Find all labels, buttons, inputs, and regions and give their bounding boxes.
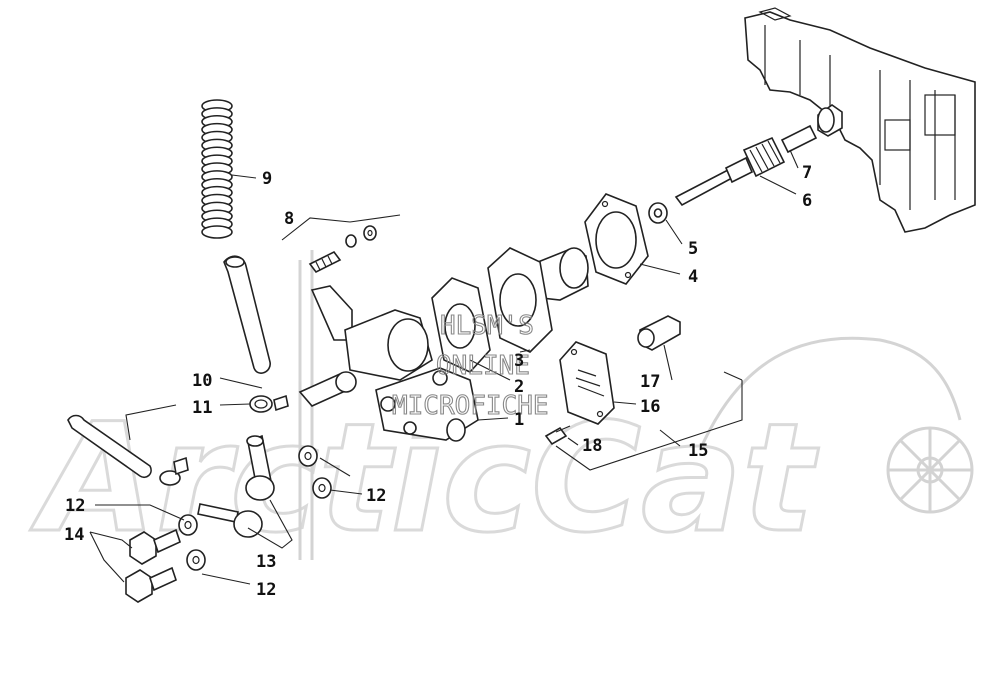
- part-9-hose-guard: [201, 99, 233, 239]
- callout-4: 4: [688, 267, 698, 287]
- part-4-gasket: [584, 193, 649, 285]
- oil-hose-left: [67, 414, 152, 479]
- part-7-sleeve: [817, 104, 843, 137]
- part-13-fitting-upper: [245, 434, 275, 501]
- callout-18: 18: [582, 436, 602, 456]
- part-10-hose: [223, 255, 271, 374]
- engine-block: [744, 7, 976, 233]
- watermark-line3: MICROFICHE: [392, 391, 549, 421]
- callout-13: 13: [256, 552, 276, 572]
- leader-lines: [89, 149, 799, 585]
- callout-5: 5: [688, 239, 698, 259]
- part-11-clamp: [249, 394, 289, 413]
- callout-6: 6: [802, 191, 812, 211]
- callout-10: 10: [192, 371, 212, 391]
- part-17-plug: [637, 315, 681, 351]
- callout-labels: 9 8 10 11 12 12 12 14 13 1 2 3 4 5 6 7 1…: [64, 163, 812, 600]
- callout-9: 9: [262, 169, 272, 189]
- callout-12-left: 12: [65, 496, 85, 516]
- part-3-housing: [537, 247, 589, 301]
- part-6-drive-shaft: [674, 124, 818, 207]
- callout-8: 8: [284, 209, 294, 229]
- watermark-line2: ONLINE: [436, 351, 530, 381]
- callout-12-right: 12: [366, 486, 386, 506]
- spring-coil: [201, 225, 233, 239]
- callout-12-bottom: 12: [256, 580, 276, 600]
- part-18-screw: [544, 425, 571, 446]
- callout-15: 15: [688, 441, 708, 461]
- part-8-screw-set: [308, 225, 377, 274]
- part-3-flange-gasket: [487, 247, 553, 353]
- part-11-clamp-lower: [159, 456, 189, 486]
- part-2-gasket: [431, 277, 491, 373]
- part-5-washer: [648, 202, 668, 224]
- watermark: HLSM'S ONLINE MICROFICHE: [391, 310, 549, 421]
- part-13-fitting-lower: [197, 503, 263, 538]
- callout-16: 16: [640, 397, 660, 417]
- part-12-washers: [178, 445, 332, 571]
- part-1-oil-pump: [298, 285, 479, 442]
- callout-17: 17: [640, 372, 660, 392]
- callout-14: 14: [64, 525, 84, 545]
- callout-11: 11: [192, 398, 212, 418]
- callout-2: 2: [514, 377, 524, 397]
- part-16-cover-plate: [559, 341, 615, 425]
- part-14-bolts: [125, 528, 181, 603]
- callout-3: 3: [514, 351, 524, 371]
- callout-7: 7: [802, 163, 812, 183]
- callout-1: 1: [514, 410, 524, 430]
- watermark-line1: HLSM'S: [440, 311, 534, 341]
